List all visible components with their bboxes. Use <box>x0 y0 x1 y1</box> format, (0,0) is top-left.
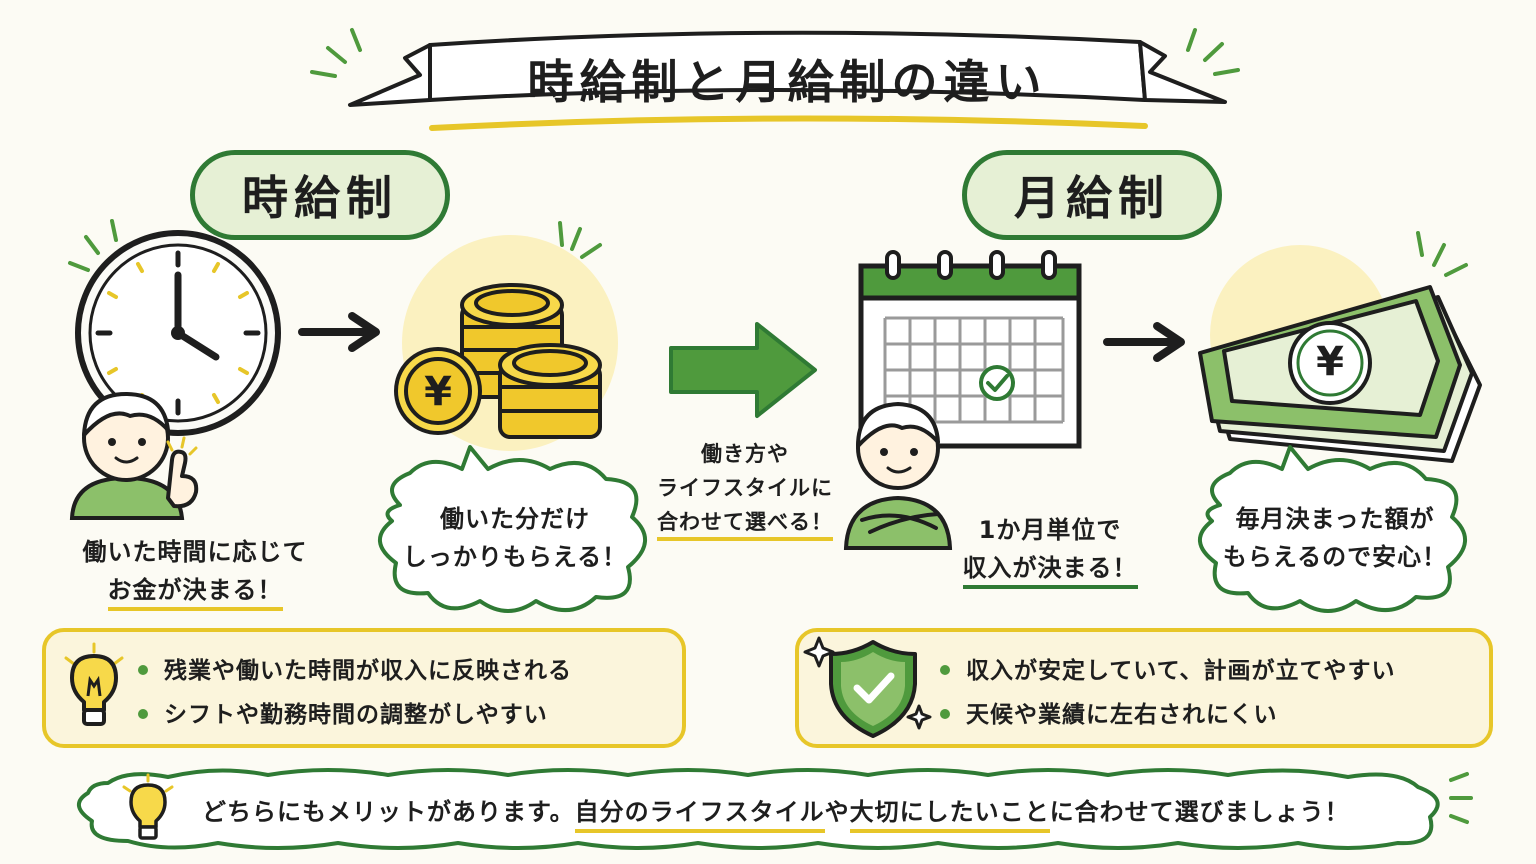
calendar-icon <box>858 250 1082 449</box>
lightbulb-icon <box>64 642 124 726</box>
hourly-bubble-line1: 働いた分だけ <box>440 505 590 533</box>
footer-cloud <box>77 768 1440 850</box>
hourly-merits-box <box>42 628 686 748</box>
hourly-bullet-2: シフトや勤務時間の調整がしやすい <box>138 695 548 729</box>
monthly-caption-line1: 1か月単位で <box>978 516 1122 544</box>
footer-part3: や <box>824 798 850 826</box>
middle-line2: ライフスタイルに <box>657 476 833 500</box>
hourly-bubble-text: 働いた分だけ しっかりもらえる！ <box>380 500 650 576</box>
hourly-bullet-1-text: 残業や働いた時間が収入に反映される <box>164 658 572 684</box>
bullet-dot <box>138 708 148 719</box>
hourly-yen-symbol: ¥ <box>424 369 452 415</box>
big-green-arrow-icon <box>669 322 817 418</box>
monthly-speech-bubble <box>1198 445 1468 613</box>
monthly-bubble-line2: もらえるので安心！ <box>1222 543 1448 571</box>
monthly-bullet-2-text: 天候や業績に左右されにくい <box>966 702 1278 728</box>
footer-lightbulb-icon <box>122 773 174 840</box>
footer-part4: 大切にしたいこと <box>849 798 1050 833</box>
banknote-stack-icon <box>1198 231 1482 463</box>
monthly-yen-symbol: ¥ <box>1316 339 1344 385</box>
person-pointing-icon <box>69 392 199 520</box>
arrow-right-icon <box>298 312 380 352</box>
bullet-dot <box>940 664 950 675</box>
page-title: 時給制と月給制の違い <box>527 55 1048 109</box>
title-banner <box>310 28 1240 131</box>
hourly-bullet-2-text: シフトや勤務時間の調整がしやすい <box>164 702 548 728</box>
hourly-label: 時給制 <box>190 150 450 240</box>
monthly-bullet-1: 収入が安定していて、計画が立てやすい <box>940 651 1395 685</box>
bullet-dot <box>940 708 950 719</box>
monthly-bullet-2: 天候や業績に左右されにくい <box>940 695 1278 729</box>
middle-line3: 合わせて選べる！ <box>657 510 833 541</box>
bullet-dot <box>138 664 148 675</box>
coin-stack-icon <box>394 221 618 451</box>
hourly-bullet-1: 残業や働いた時間が収入に反映される <box>138 651 572 685</box>
arrow-right-icon-2 <box>1103 322 1185 362</box>
shield-check-icon <box>803 636 932 738</box>
monthly-label: 月給制 <box>962 150 1222 240</box>
footer-part2: 自分のライフスタイル <box>574 798 825 833</box>
person-arms-crossed-icon <box>843 402 953 550</box>
hourly-caption-line1: 働いた時間に応じて <box>82 538 308 566</box>
hourly-speech-bubble <box>378 445 648 613</box>
footer-message: どちらにもメリットがあります。自分のライフスタイルや大切にしたいことに合わせて選… <box>202 792 1350 833</box>
footer-part1: どちらにもメリットがあります。 <box>202 798 575 826</box>
footer-part5: に合わせて選びましょう！ <box>1049 798 1350 826</box>
monthly-bubble-text: 毎月決まった額が もらえるので安心！ <box>1200 500 1470 576</box>
hourly-bubble-line2: しっかりもらえる！ <box>402 543 628 571</box>
monthly-caption-line2: 収入が決まる！ <box>962 554 1138 589</box>
monthly-caption: 1か月単位で 収入が決まる！ <box>935 511 1165 589</box>
hourly-caption-line2: お金が決まる！ <box>107 576 283 611</box>
monthly-bubble-line1: 毎月決まった額が <box>1235 505 1435 533</box>
hourly-caption: 働いた時間に応じて お金が決まる！ <box>55 533 335 611</box>
decor-sparks-icon <box>1449 772 1473 824</box>
monthly-bullet-1-text: 収入が安定していて、計画が立てやすい <box>966 658 1396 684</box>
clock-icon <box>68 219 281 436</box>
middle-caption: 働き方や ライフスタイルに 合わせて選べる！ <box>640 437 850 541</box>
middle-line1: 働き方や <box>701 442 789 466</box>
